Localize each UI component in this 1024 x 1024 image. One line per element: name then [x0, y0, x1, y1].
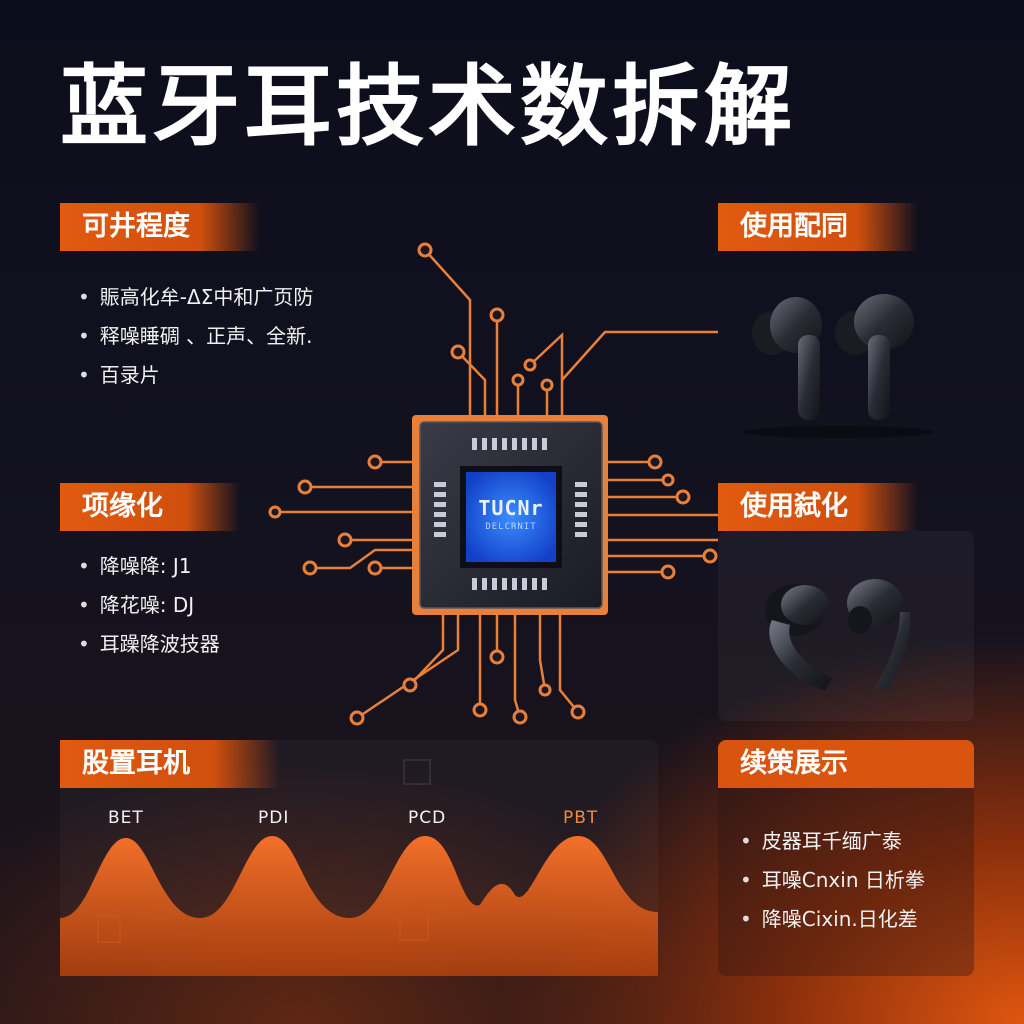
list-item: 百录片 [78, 356, 313, 395]
section-heading-left-3: 股置耳机 [60, 740, 280, 788]
list-item: 释噪睡碉 、正声、全新. [78, 317, 313, 356]
list-item: 降花噪: DJ [78, 586, 220, 625]
waveform-label-4: PBT [563, 808, 599, 828]
earbuds-panel-2 [718, 531, 974, 721]
section-heading-right-2: 使用弑化 [718, 483, 918, 531]
section-heading-left-1: 可井程度 [60, 203, 260, 251]
waveform-label-2: PDI [258, 808, 290, 828]
page-title: 蓝牙耳技术数拆解 [60, 55, 797, 158]
list-item: 耳噪Cnxin 日析拳 [740, 861, 925, 900]
bullet-list-left-2: 降噪降: J1 降花噪: DJ 耳躁降波技器 [78, 547, 220, 664]
waveform-label-3: PCD [408, 808, 447, 828]
chip-label-main: TUCNr [478, 496, 544, 520]
bullet-list-left-1: 賑高化牟-ΔΣ中和广页防 释噪睡碉 、正声、全新. 百录片 [78, 278, 314, 395]
section-heading-right-3: 续策展示 [718, 740, 974, 788]
bullet-list-right-3: 皮器耳千缅广泰 耳噪Cnxin 日析拳 降噪Cixin.日化差 [740, 822, 925, 939]
waveform-label-1: BET [108, 808, 144, 828]
list-item: 賑高化牟-ΔΣ中和广页防 [78, 278, 314, 317]
chip-label-sub: DELCRNIT [485, 522, 537, 532]
list-item: 降噪降: J1 [78, 547, 220, 586]
section-heading-right-1: 使用配同 [718, 203, 918, 251]
list-item: 皮器耳千缅广泰 [740, 822, 925, 861]
list-item: 降噪Cixin.日化差 [740, 900, 925, 939]
list-item: 耳躁降波技器 [78, 625, 220, 664]
section-heading-left-2: 项缘化 [60, 483, 240, 531]
